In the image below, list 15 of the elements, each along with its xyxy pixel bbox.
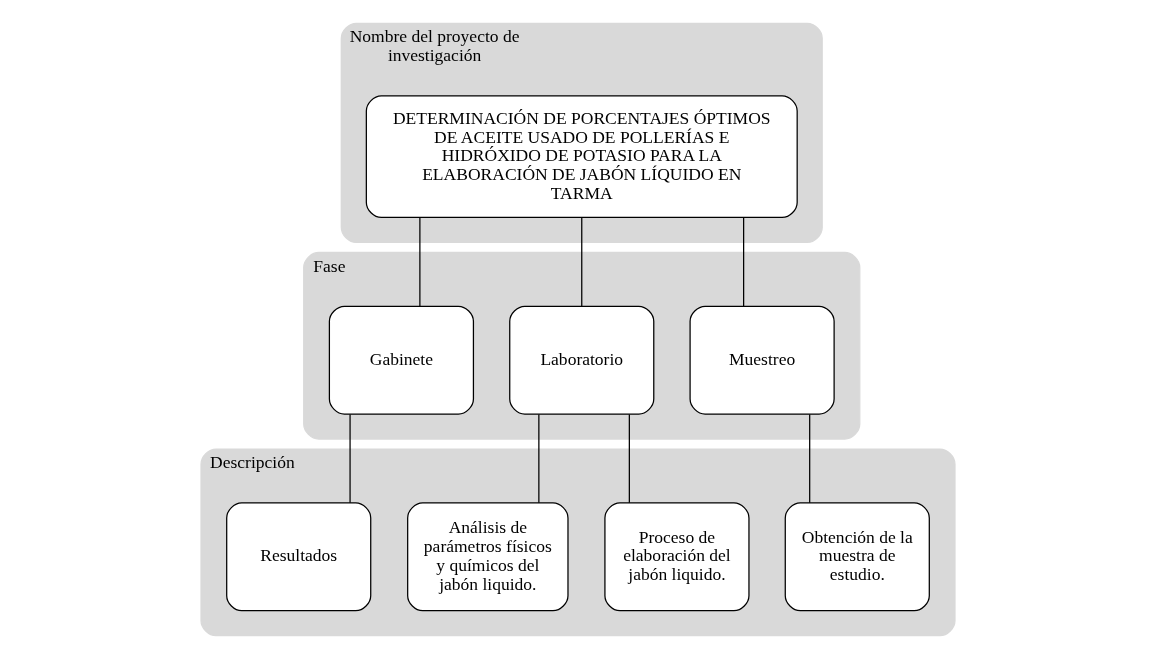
connector — [742, 217, 744, 307]
connector — [418, 217, 420, 307]
connector — [628, 413, 630, 504]
connector — [348, 413, 351, 504]
node-box: Muestreo — [688, 305, 835, 415]
node-box: DETERMINACIÓN DE PORCENTAJES ÓPTIMOS DE ACEITE USADO DE POLLERÍAS E HIDRÓXIDO DE POTASIO PARA LA ELABORACIÓN DE JABÓN LÍQUIDO EN TARMA — [365, 95, 798, 219]
node-box: Laboratorio — [508, 305, 654, 415]
node-box: Obtención de la muestra de estudio. — [784, 502, 930, 612]
node-box: Análisis de parámetros físicos y químicos del jabón liquido. — [406, 502, 569, 612]
node-box: Gabinete — [328, 305, 474, 415]
connector — [537, 413, 539, 504]
connector — [580, 217, 582, 307]
connector — [808, 413, 810, 504]
node-box: Proceso de elaboración del jabón liquido. — [603, 502, 750, 612]
node-box: Resultados — [225, 502, 371, 612]
